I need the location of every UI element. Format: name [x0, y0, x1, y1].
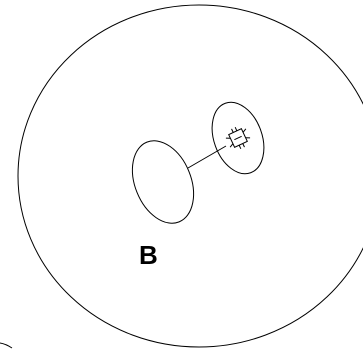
left-ellipse	[121, 132, 205, 233]
diagram-label: B	[139, 240, 158, 270]
gear-icon	[223, 123, 252, 152]
corner-arc-fragment	[0, 343, 12, 348]
